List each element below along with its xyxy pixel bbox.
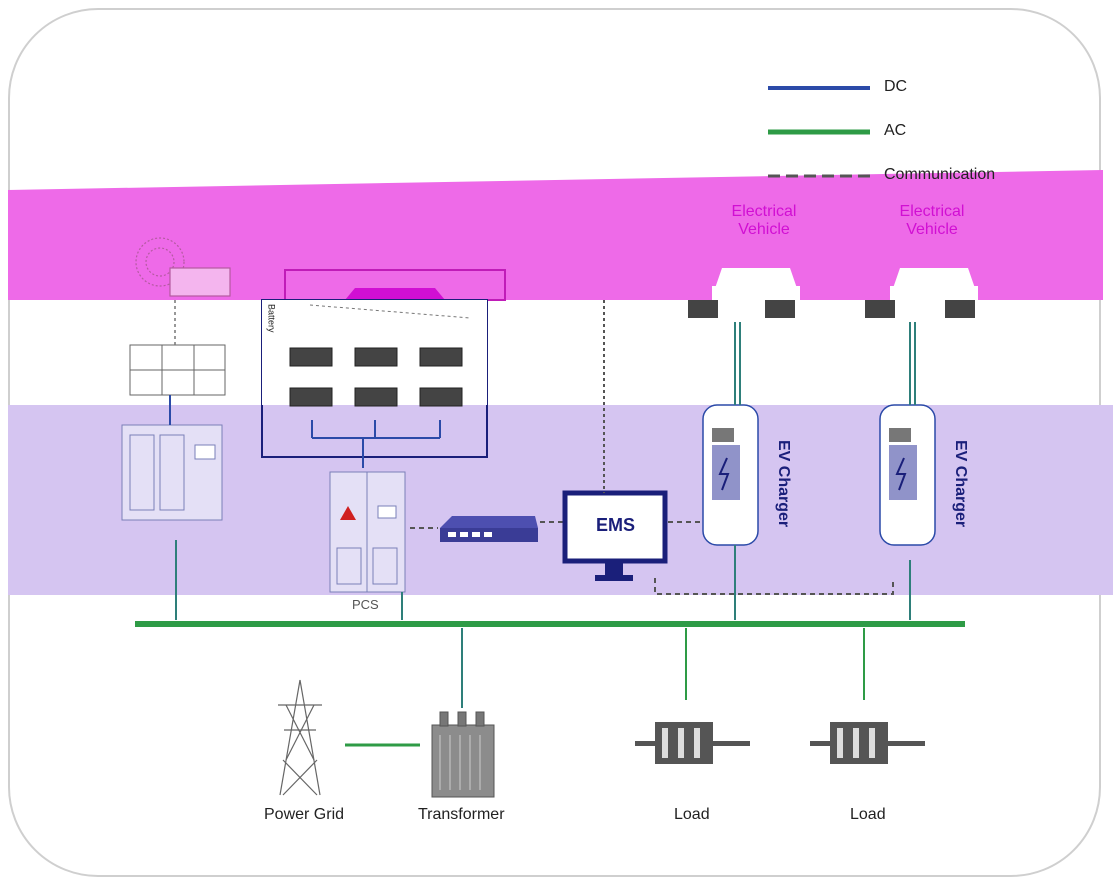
combiner-box-icon [129, 344, 226, 396]
ev-label-2: Electrical Vehicle [899, 203, 965, 239]
solar-panel-icon [135, 237, 231, 297]
transformer-label: Transformer [418, 806, 505, 823]
load-icon-1 [635, 722, 750, 764]
battery-module-icons [289, 347, 463, 407]
ems-label: EMS [596, 515, 636, 535]
charger-label-1: EV Charger [775, 440, 792, 528]
legend-comm-label: Communication [884, 166, 996, 183]
legend-dc-label: DC [884, 78, 908, 95]
load-label-1: Load [674, 806, 710, 823]
car-icon-2 [890, 268, 978, 300]
legend-ac-label: AC [884, 122, 907, 139]
battery-label: Battery [266, 304, 277, 333]
charger-label-2: EV Charger [952, 440, 969, 528]
pv-cabinet-icon [121, 424, 223, 521]
ev-charger-icon-2 [879, 404, 936, 546]
ev-label-1: Electrical Vehicle [731, 203, 797, 239]
ems-monitor-icon [562, 490, 668, 581]
battery-hub-icon [345, 288, 445, 300]
network-switch-icon [440, 516, 538, 542]
pcs-cabinet-icon [329, 471, 406, 593]
power-grid-tower-icon [278, 679, 322, 796]
load-icon-2 [810, 722, 925, 764]
transformer-icon [431, 711, 495, 798]
ev-charger-icon-1 [702, 404, 759, 546]
battery-dc-lines [311, 420, 441, 468]
pcs-label: PCS [352, 597, 379, 612]
car-icon-1 [712, 268, 800, 300]
load-label-2: Load [850, 806, 886, 823]
ev-cables [734, 322, 916, 620]
power-grid-label: Power Grid [264, 806, 345, 823]
car-wheels [688, 300, 975, 318]
